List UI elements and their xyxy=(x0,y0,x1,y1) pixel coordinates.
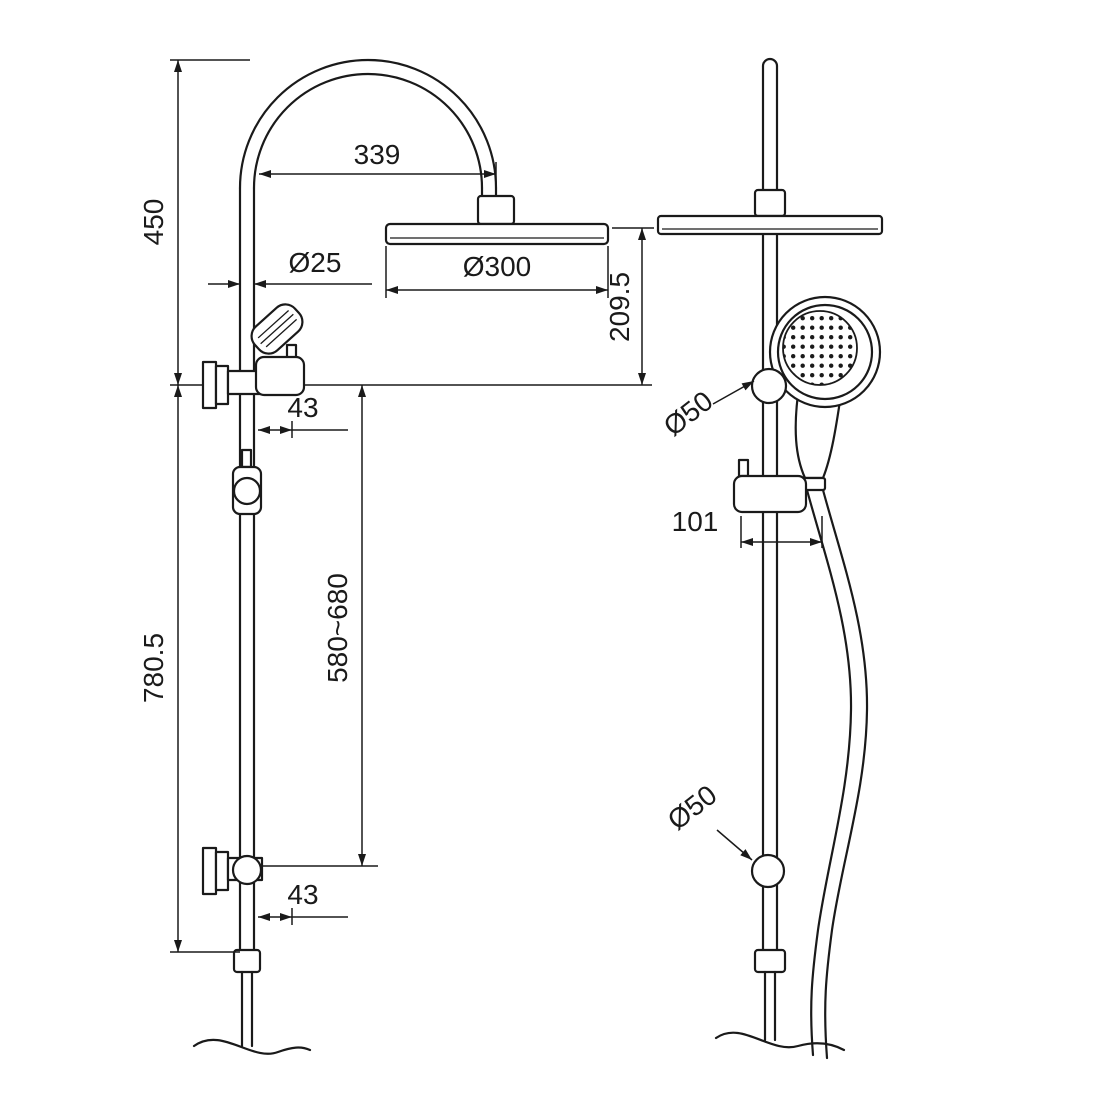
dim-209-label: 209.5 xyxy=(604,272,635,342)
dim-50-bottom-label: Ø50 xyxy=(662,779,723,836)
dim-50-top-label: Ø50 xyxy=(658,385,719,442)
dim-339-label: 339 xyxy=(354,139,401,170)
front-slider xyxy=(231,448,263,516)
front-head-connector xyxy=(476,194,516,226)
spray-face xyxy=(782,310,858,386)
front-rail xyxy=(238,186,256,954)
front-view xyxy=(170,58,652,1055)
leader-50-bottom xyxy=(716,829,753,861)
side-overhead-shower xyxy=(656,214,884,236)
side-slider xyxy=(732,458,808,514)
front-break-line xyxy=(192,1038,312,1055)
leader-50-top xyxy=(712,380,755,405)
side-top-knob xyxy=(750,367,788,405)
dim-101-label: 101 xyxy=(672,506,719,537)
gooseneck-arc xyxy=(238,58,498,198)
front-overhead-shower xyxy=(384,222,610,246)
side-handshower-face xyxy=(768,295,882,409)
front-bottom-bracket xyxy=(201,846,264,896)
side-break-line xyxy=(714,1031,846,1052)
front-dimensions: 450 780.5 339 Ø25 Ø300 209.5 43 580~680 … xyxy=(138,59,654,953)
dim-450-label: 450 xyxy=(138,199,169,246)
front-handshower xyxy=(250,303,304,355)
side-inlet xyxy=(714,948,846,1052)
dim-300-label: Ø300 xyxy=(463,251,532,282)
front-inlet xyxy=(192,948,312,1055)
side-bottom-knob xyxy=(750,853,786,889)
side-view xyxy=(656,57,884,1060)
dim-780-label: 780.5 xyxy=(138,633,169,703)
dim-43-top-label: 43 xyxy=(287,392,318,423)
dim-25-label: Ø25 xyxy=(289,247,342,278)
dim-43-bottom-label: 43 xyxy=(287,879,318,910)
front-top-bracket xyxy=(201,343,306,410)
side-head-connector xyxy=(753,188,787,218)
dim-580-680-label: 580~680 xyxy=(322,573,353,683)
side-hose xyxy=(805,488,869,1060)
